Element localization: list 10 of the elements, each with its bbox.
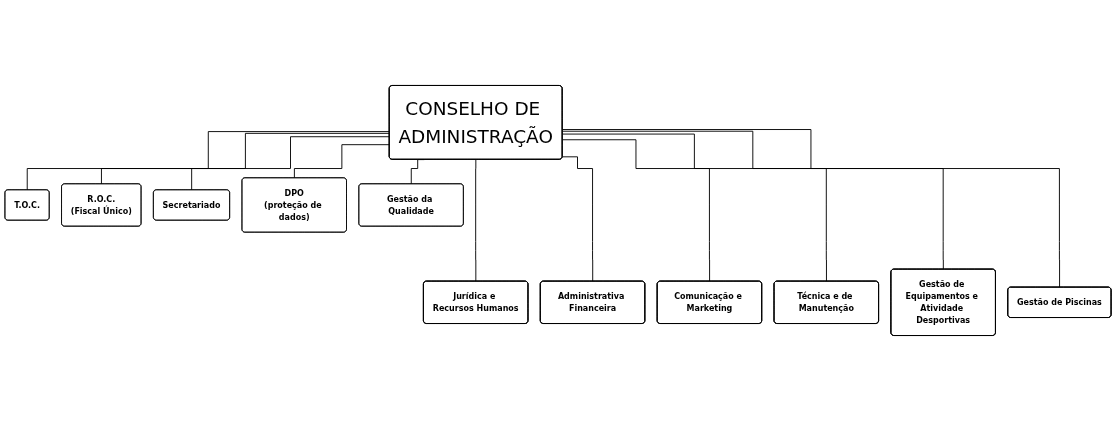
connector: [26, 131, 390, 191]
connector: [562, 130, 944, 270]
connector: [562, 129, 1061, 288]
connector: [562, 139, 711, 282]
connector: [191, 136, 390, 191]
connector: [562, 156, 594, 282]
connector: [101, 132, 390, 185]
connector: [475, 159, 477, 282]
connector: [293, 144, 390, 179]
connector: [562, 133, 828, 282]
